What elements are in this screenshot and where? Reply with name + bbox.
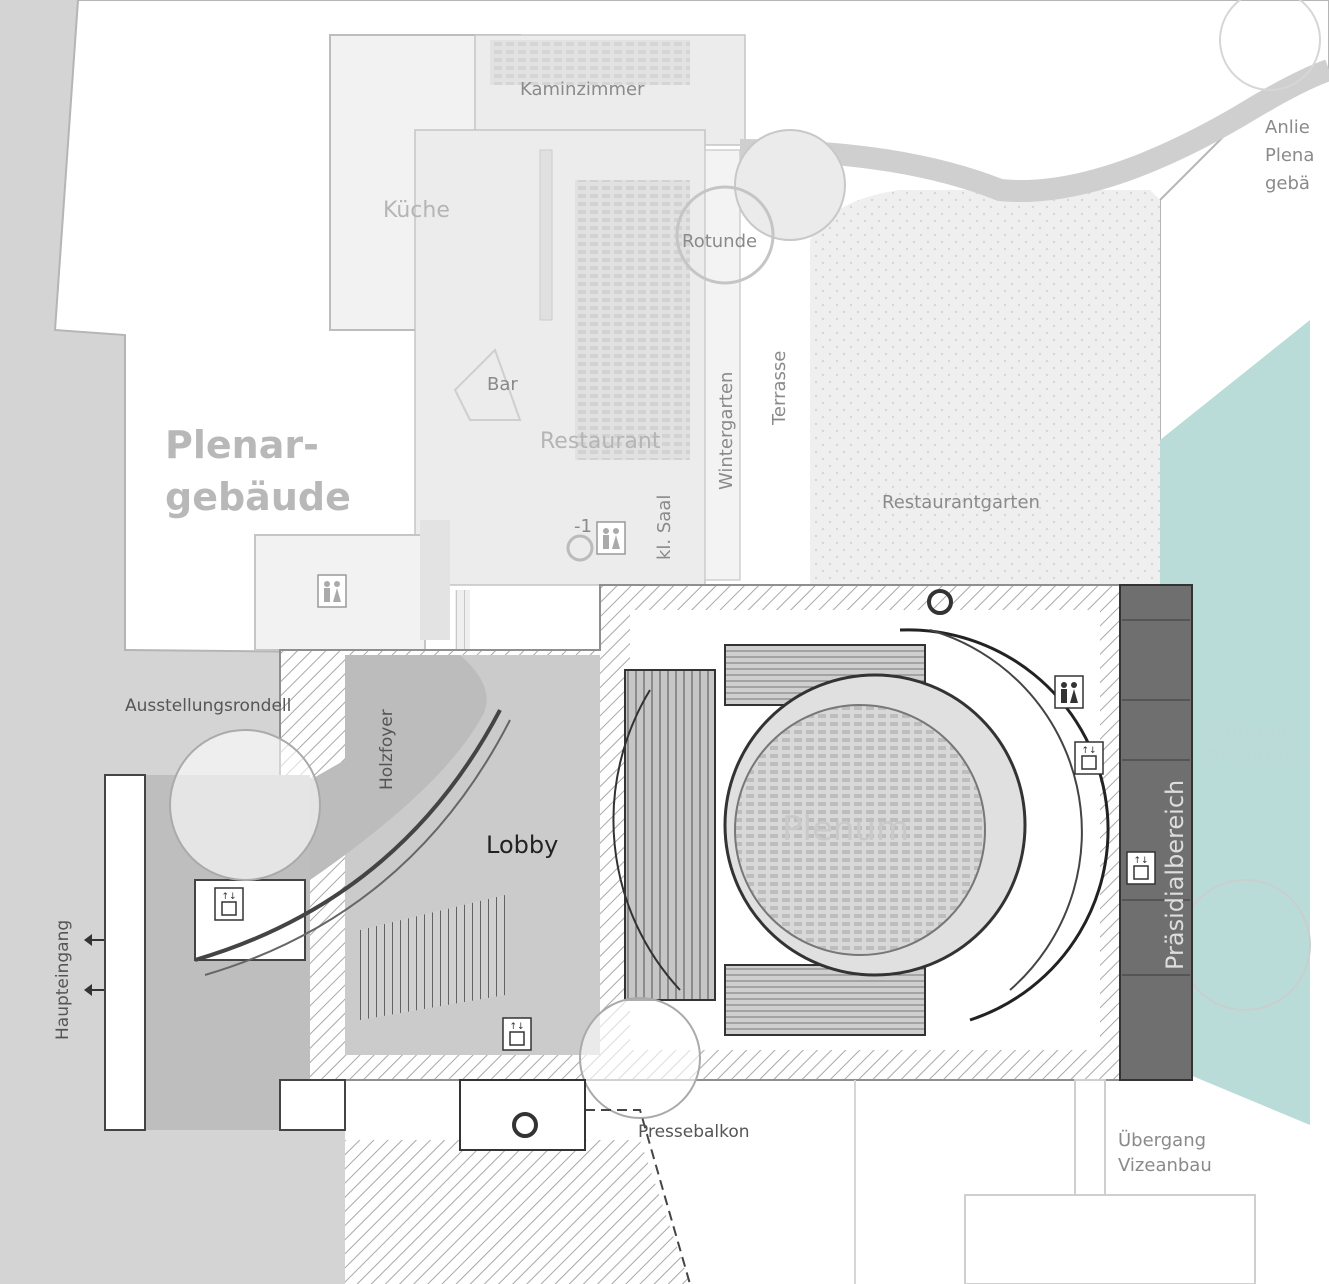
garden-path <box>739 59 1329 202</box>
lower-hall-room <box>279 1079 346 1131</box>
praesidialbereich-block <box>1119 584 1193 1081</box>
rotunde-table <box>675 185 775 285</box>
lobby-stair <box>360 895 505 1020</box>
ausstellungsrondell-circle <box>169 729 321 881</box>
label-plenar-line1: Plenar- <box>165 423 319 467</box>
label-kaminzimmer: Kaminzimmer <box>520 79 645 100</box>
entry-hall-room <box>194 879 306 961</box>
label-terrasse: Terrasse <box>769 351 790 426</box>
label-kueche: Küche <box>383 198 450 223</box>
label-ausstellungsrondell: Ausstellungsrondell <box>125 696 291 716</box>
label-lobby: Lobby <box>486 831 558 859</box>
svg-text:↑↓: ↑↓ <box>221 892 236 902</box>
restroom-icon <box>1054 675 1084 709</box>
restroom-icon <box>317 574 347 608</box>
spiral-stair-icon <box>512 534 953 1138</box>
uebergang-corridor <box>1074 1079 1106 1196</box>
elevator-icon: ↑↓ <box>502 1017 532 1051</box>
plenum-arc-wall <box>899 628 1110 1022</box>
label-restaurant: Restaurant <box>540 429 661 454</box>
plenum-seating <box>734 704 986 956</box>
vizeanbau-building <box>964 1194 1256 1284</box>
label-kl-saal: kl. Saal <box>654 495 675 560</box>
label-praesidialbereich: Präsidialbereich <box>1161 780 1189 970</box>
lower-gallery-block <box>724 964 926 1036</box>
restaurantgarten-area <box>810 190 1160 585</box>
label-haupteingang: Haupteingang <box>53 920 73 1040</box>
exit-arrow-icon <box>84 934 104 996</box>
label-bar: Bar <box>487 374 518 395</box>
label-restaurantgarten: Restaurantgarten <box>882 492 1040 513</box>
svg-text:↑↓: ↑↓ <box>1081 746 1096 756</box>
elevator-icon: ↑↓ <box>1074 741 1104 775</box>
label-wintergarten: Wintergarten <box>716 372 737 490</box>
lower-hatched-area <box>345 1140 690 1284</box>
label-anlie-line1: Anlie <box>1265 117 1310 138</box>
label-plenum: Plenum <box>782 809 909 849</box>
press-gallery-block <box>624 669 716 1001</box>
label-anlie-line3: gebä <box>1265 173 1310 194</box>
holzfoyer-curve-wall <box>194 709 502 962</box>
label-plenar-line2: gebäude <box>165 475 351 519</box>
label-holzfoyer: Holzfoyer <box>377 709 397 790</box>
label-pressebalkon: Pressebalkon <box>638 1122 750 1142</box>
svg-text:↑↓: ↑↓ <box>1133 856 1148 866</box>
entry-facade <box>104 774 146 1131</box>
label-uebergang-line2: Vizeanbau <box>1118 1155 1212 1176</box>
svg-text:↑↓: ↑↓ <box>509 1022 524 1032</box>
elevator-icon: ↑↓ <box>214 887 244 921</box>
label-rotunde: Rotunde <box>682 231 757 252</box>
label-level-marker: -1 <box>574 516 592 537</box>
label-uebergang-line1: Übergang <box>1118 1129 1206 1151</box>
rheinufer-terrain <box>1160 320 1310 1125</box>
restroom-icon <box>596 521 626 555</box>
label-eingang-line2: Rheinufer <box>1207 745 1305 769</box>
label-anlie-line2: Plena <box>1265 145 1314 166</box>
tree-outline <box>1219 0 1321 91</box>
rotunde-area <box>734 129 846 241</box>
elevator-icon: ↑↓ <box>1126 851 1156 885</box>
label-eingang-line1: Eingang <box>1207 719 1288 743</box>
pressebalkon-circle <box>579 997 701 1119</box>
holzfoyer-floor <box>310 655 487 880</box>
